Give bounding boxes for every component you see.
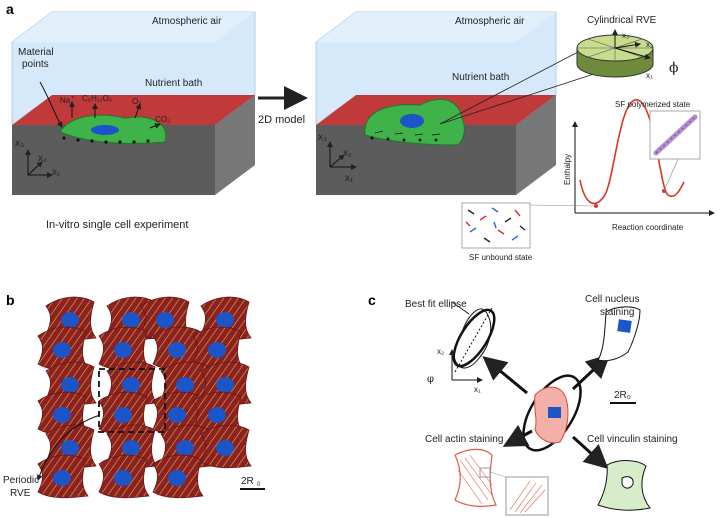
- lattice-nucleus: [216, 312, 234, 328]
- rve-phi: ϕ: [669, 60, 679, 76]
- nucleus: [91, 125, 119, 135]
- lattice-nucleus: [53, 407, 71, 423]
- panel-b-label: b: [6, 292, 15, 308]
- lattice-nucleus: [156, 312, 174, 328]
- nucleus-staining-cell: [597, 306, 641, 362]
- lattice-nucleus: [208, 407, 226, 423]
- axes-left: [25, 149, 53, 178]
- rve-axis-x1: x₁: [646, 71, 653, 80]
- unbound-label: SF unbound state: [469, 253, 533, 262]
- axis-x2-c: x₂: [437, 347, 444, 356]
- plot-xlabel: Reaction coordinate: [612, 223, 684, 232]
- periodic-rve-box: [98, 368, 166, 433]
- nucleus-label-2: staining: [600, 307, 634, 318]
- periodic-rve-label-2: RVE: [10, 488, 31, 499]
- arrow-to-actin: [502, 424, 533, 447]
- lattice-nucleus: [168, 470, 186, 486]
- actin-staining-cell: [454, 448, 549, 516]
- unbound-inset: [461, 202, 531, 249]
- bath-label-right: Nutrient bath: [452, 72, 509, 83]
- energy-curve: [579, 99, 685, 205]
- species-o2: O₂: [132, 97, 141, 106]
- lattice-nucleus: [61, 312, 79, 328]
- axis-x2-right: x₂: [343, 148, 352, 159]
- cylindrical-rve: [439, 29, 654, 125]
- arrow-to-ellipse: [482, 356, 528, 395]
- lattice-nucleus: [61, 440, 79, 456]
- axis-x2-left: x₂: [38, 153, 47, 164]
- material-points-label-1: Material: [18, 47, 54, 58]
- lattice-nucleus: [176, 377, 194, 393]
- phi-c: φ: [427, 374, 434, 385]
- plot-ylabel: Enthalpy: [563, 154, 572, 185]
- actin-label: Cell actin staining: [425, 434, 503, 445]
- panel-a-label: a: [6, 1, 14, 17]
- 2d-model-label: 2D model: [258, 114, 305, 126]
- lattice-nucleus: [122, 377, 140, 393]
- right-2d-model-box: [315, 11, 557, 195]
- best-fit-ellipse: [449, 307, 496, 383]
- periodic-rve-arrow: [36, 414, 101, 481]
- axis-x3-right: x₃: [318, 132, 327, 143]
- lattice-nucleus: [114, 470, 132, 486]
- species-glucose: C₆H₁₂O₆: [82, 94, 112, 103]
- axes-right: [327, 141, 357, 170]
- polymerized-inset: [649, 110, 701, 160]
- axis-x3-left: x₃: [15, 138, 24, 149]
- species-na: Na: [60, 96, 71, 105]
- lattice-nucleus: [176, 440, 194, 456]
- vinculin-label: Cell vinculin staining: [587, 434, 678, 445]
- scale-sub-b: 0: [257, 482, 261, 488]
- panel-c-label: c: [368, 292, 376, 308]
- ellipse-pointer: [451, 301, 470, 315]
- scale-label-c: 2R₀: [614, 390, 631, 401]
- lattice-nucleus: [168, 407, 186, 423]
- axis-x1-right: x₁: [345, 173, 354, 184]
- lattice-nucleus: [122, 312, 140, 328]
- air-label-left: Atmospheric air: [152, 16, 222, 27]
- nucleus-label-1: Cell nucleus: [585, 294, 639, 305]
- periodic-rve-label-1: Periodic: [3, 475, 39, 486]
- arrow-to-nucleus: [571, 353, 611, 391]
- lattice-nucleus: [168, 342, 186, 358]
- axis-x1-left: x₁: [52, 167, 61, 178]
- panel-a-caption: In-vitro single cell experiment: [46, 219, 188, 231]
- lattice-nucleus: [208, 342, 226, 358]
- material-points: [62, 136, 150, 144]
- lattice-nucleus: [53, 342, 71, 358]
- arrow-to-vinculin: [571, 435, 609, 470]
- species-co2: CO₂: [155, 115, 170, 124]
- axis-x1-c: x₁: [474, 385, 481, 394]
- lattice-nucleus: [114, 342, 132, 358]
- polymerized-label: SF polymerized state: [615, 100, 691, 109]
- material-points-label-2: points: [22, 59, 49, 70]
- lattice-nucleus: [53, 470, 71, 486]
- enthalpy-plot: [529, 99, 715, 216]
- rve-axis-x2: x₂: [646, 40, 653, 49]
- bath-label-left: Nutrient bath: [145, 78, 202, 89]
- rve-title: Cylindrical RVE: [587, 15, 657, 26]
- lattice-nucleus: [216, 440, 234, 456]
- central-cell: [522, 374, 582, 452]
- left-experiment-box: [11, 11, 256, 195]
- ellipse-label: Best fit ellipse: [405, 299, 467, 310]
- lattice-nucleus: [122, 440, 140, 456]
- species-na-sup: +: [71, 95, 75, 101]
- air-label-right: Atmospheric air: [455, 16, 525, 27]
- rve-axis-x3: x₃: [622, 31, 629, 40]
- lattice-nucleus: [114, 407, 132, 423]
- lattice-nucleus: [61, 377, 79, 393]
- cell-grid: [37, 296, 252, 499]
- lattice-nucleus: [216, 377, 234, 393]
- scale-label-b: 2R: [241, 476, 254, 487]
- vinculin-staining-cell: [597, 460, 651, 511]
